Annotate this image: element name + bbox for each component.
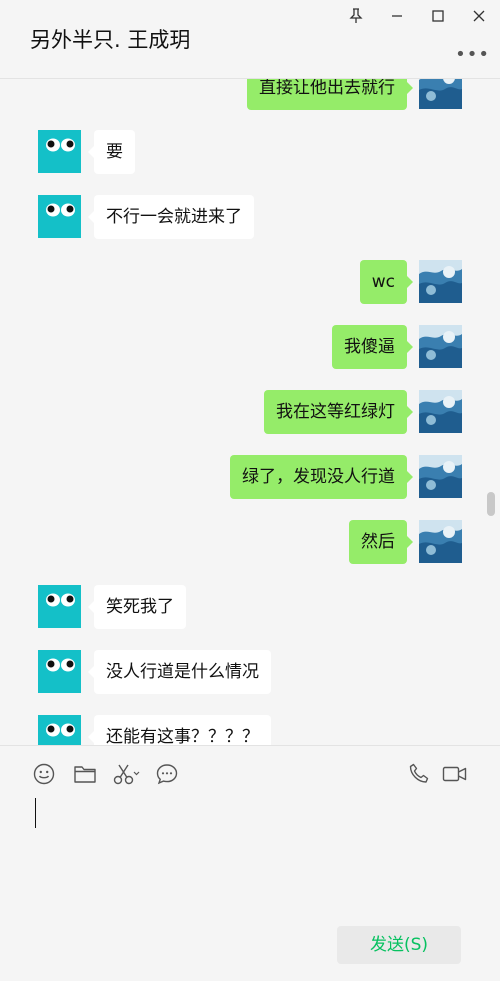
chat-header: 另外半只. 王成玥 •••	[0, 0, 500, 79]
maximize-icon[interactable]	[428, 6, 448, 26]
bubble-tail	[88, 731, 94, 743]
input-area: 发送(S)	[0, 745, 500, 981]
chat-scrollbar[interactable]	[487, 492, 495, 516]
bubble-tail	[88, 146, 94, 158]
voice-call-icon[interactable]	[407, 762, 431, 786]
contact-avatar[interactable]	[38, 585, 81, 628]
message-bubble[interactable]: 不行一会就进来了	[94, 195, 254, 239]
bubble-tail	[407, 276, 413, 288]
close-icon[interactable]	[469, 6, 489, 26]
message-bubble[interactable]: 我傻逼	[332, 325, 407, 369]
video-call-icon[interactable]	[442, 762, 468, 786]
message-bubble[interactable]: 绿了，发现没人行道	[230, 455, 407, 499]
my-avatar[interactable]	[419, 325, 462, 368]
bubble-tail	[407, 471, 413, 483]
bubble-tail	[88, 666, 94, 678]
chat-title: 另外半只. 王成玥	[30, 28, 191, 52]
message-list[interactable]: 直接让他出去就行 要 不行一会就进来了 wc 我傻逼	[0, 79, 500, 745]
my-avatar[interactable]	[419, 520, 462, 563]
screenshot-scissors-icon[interactable]	[112, 762, 142, 786]
send-button[interactable]: 发送(S)	[337, 926, 461, 964]
message-bubble[interactable]: 笑死我了	[94, 585, 186, 629]
emoji-icon[interactable]	[32, 762, 56, 786]
bubble-tail	[407, 406, 413, 418]
message-bubble[interactable]: 直接让他出去就行	[247, 79, 407, 110]
folder-icon[interactable]	[73, 762, 97, 786]
more-options-icon[interactable]: •••	[455, 44, 490, 65]
message-input[interactable]	[30, 796, 470, 916]
bubble-tail	[88, 211, 94, 223]
my-avatar[interactable]	[419, 260, 462, 303]
message-bubble[interactable]: 要	[94, 130, 135, 174]
minimize-icon[interactable]	[387, 6, 407, 26]
text-cursor	[35, 798, 36, 828]
message-bubble[interactable]: 然后	[349, 520, 407, 564]
chat-history-icon[interactable]	[155, 762, 179, 786]
bubble-tail	[88, 601, 94, 613]
message-bubble[interactable]: 还能有这事？？？？	[94, 715, 271, 745]
message-bubble[interactable]: wc	[359, 260, 407, 304]
contact-avatar[interactable]	[38, 650, 81, 693]
bubble-tail	[407, 536, 413, 548]
my-avatar[interactable]	[419, 455, 462, 498]
my-avatar[interactable]	[419, 390, 462, 433]
contact-avatar[interactable]	[38, 130, 81, 173]
contact-avatar[interactable]	[38, 195, 81, 238]
my-avatar[interactable]	[419, 79, 462, 109]
contact-avatar[interactable]	[38, 715, 81, 745]
bubble-tail	[407, 82, 413, 94]
message-bubble[interactable]: 我在这等红绿灯	[264, 390, 407, 434]
pin-icon[interactable]	[346, 6, 366, 26]
message-bubble[interactable]: 没人行道是什么情况	[94, 650, 271, 694]
bubble-tail	[407, 341, 413, 353]
